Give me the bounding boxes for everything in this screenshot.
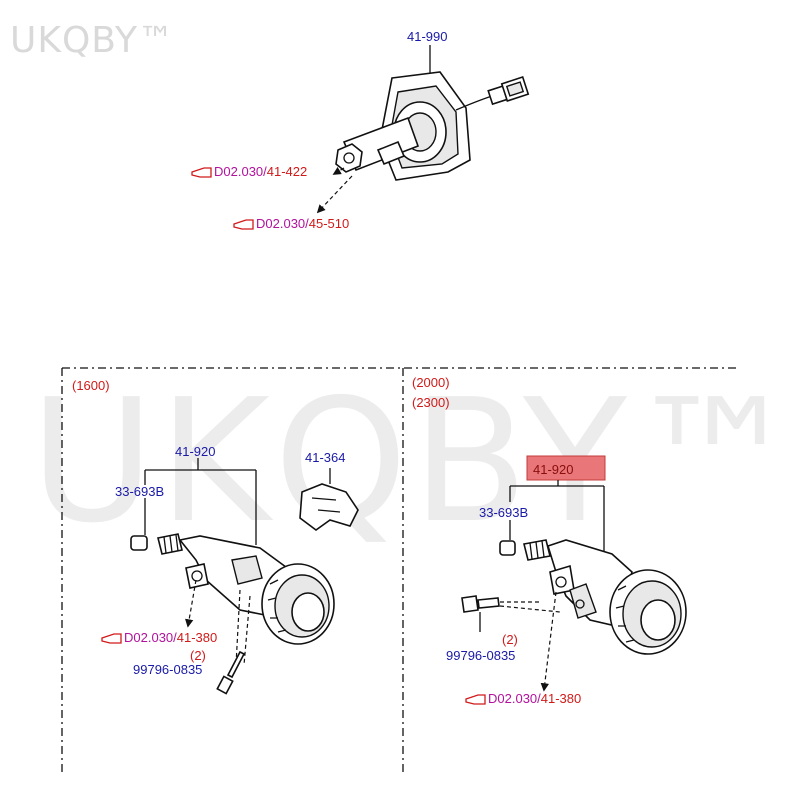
reference-45-510[interactable]: D02.030/45-510: [233, 216, 349, 231]
variant-label-1600: (1600): [72, 378, 110, 393]
pointing-hand-icon: [465, 694, 486, 705]
top-assembly-drawing: [316, 45, 530, 214]
part-number-41-364: 41-364: [305, 450, 345, 465]
left-assembly-bracket: [144, 458, 257, 545]
part-number-41-990: 41-990: [407, 29, 447, 44]
reference-part: 41-380: [541, 691, 581, 706]
svg-text:D02.030/41-422: D02.030/41-422: [214, 164, 307, 179]
part-number-33-693B-left: 33-693B: [115, 484, 164, 499]
reference-code: D02.030/: [124, 630, 177, 645]
part-number-33-693B-right: 33-693B: [479, 505, 528, 520]
pointing-hand-icon: [191, 167, 212, 178]
reference-41-422[interactable]: D02.030/41-422: [191, 164, 307, 179]
pointing-hand-icon: [101, 633, 122, 644]
part-number-41-920-right: 41-920: [533, 462, 573, 477]
bolt-quantity-right: (2): [502, 632, 518, 647]
svg-text:D02.030/41-380: D02.030/41-380: [124, 630, 217, 645]
highlight-box: [526, 455, 606, 481]
variant-label-2300: (2300): [412, 395, 450, 410]
reference-41-380-right[interactable]: D02.030/41-380: [465, 691, 581, 706]
reference-code: D02.030/: [488, 691, 541, 706]
reference-part: 45-510: [309, 216, 349, 231]
reference-code: D02.030/: [214, 164, 267, 179]
reference-part: 41-422: [267, 164, 307, 179]
reference-part: 41-380: [177, 630, 217, 645]
reference-code: D02.030/: [256, 216, 309, 231]
part-number-99796-0835-left: 99796-0835: [133, 662, 202, 677]
variant-label-2000: (2000): [412, 375, 450, 390]
left-slave-cylinder-drawing: [130, 468, 359, 695]
svg-text:D02.030/45-510: D02.030/45-510: [256, 216, 349, 231]
svg-text:D02.030/41-380: D02.030/41-380: [488, 691, 581, 706]
watermark-corner: UKQBY™: [10, 20, 175, 61]
pointing-hand-icon: [233, 219, 254, 230]
watermark-center: UKQBY™: [30, 363, 800, 561]
bolt-quantity-left: (2): [190, 648, 206, 663]
reference-41-380-left[interactable]: D02.030/41-380: [101, 630, 217, 645]
right-assembly-bracket: [509, 480, 605, 558]
part-number-99796-0835-right: 99796-0835: [446, 648, 515, 663]
right-slave-cylinder-drawing: [461, 539, 687, 692]
part-number-41-920-left: 41-920: [175, 444, 215, 459]
